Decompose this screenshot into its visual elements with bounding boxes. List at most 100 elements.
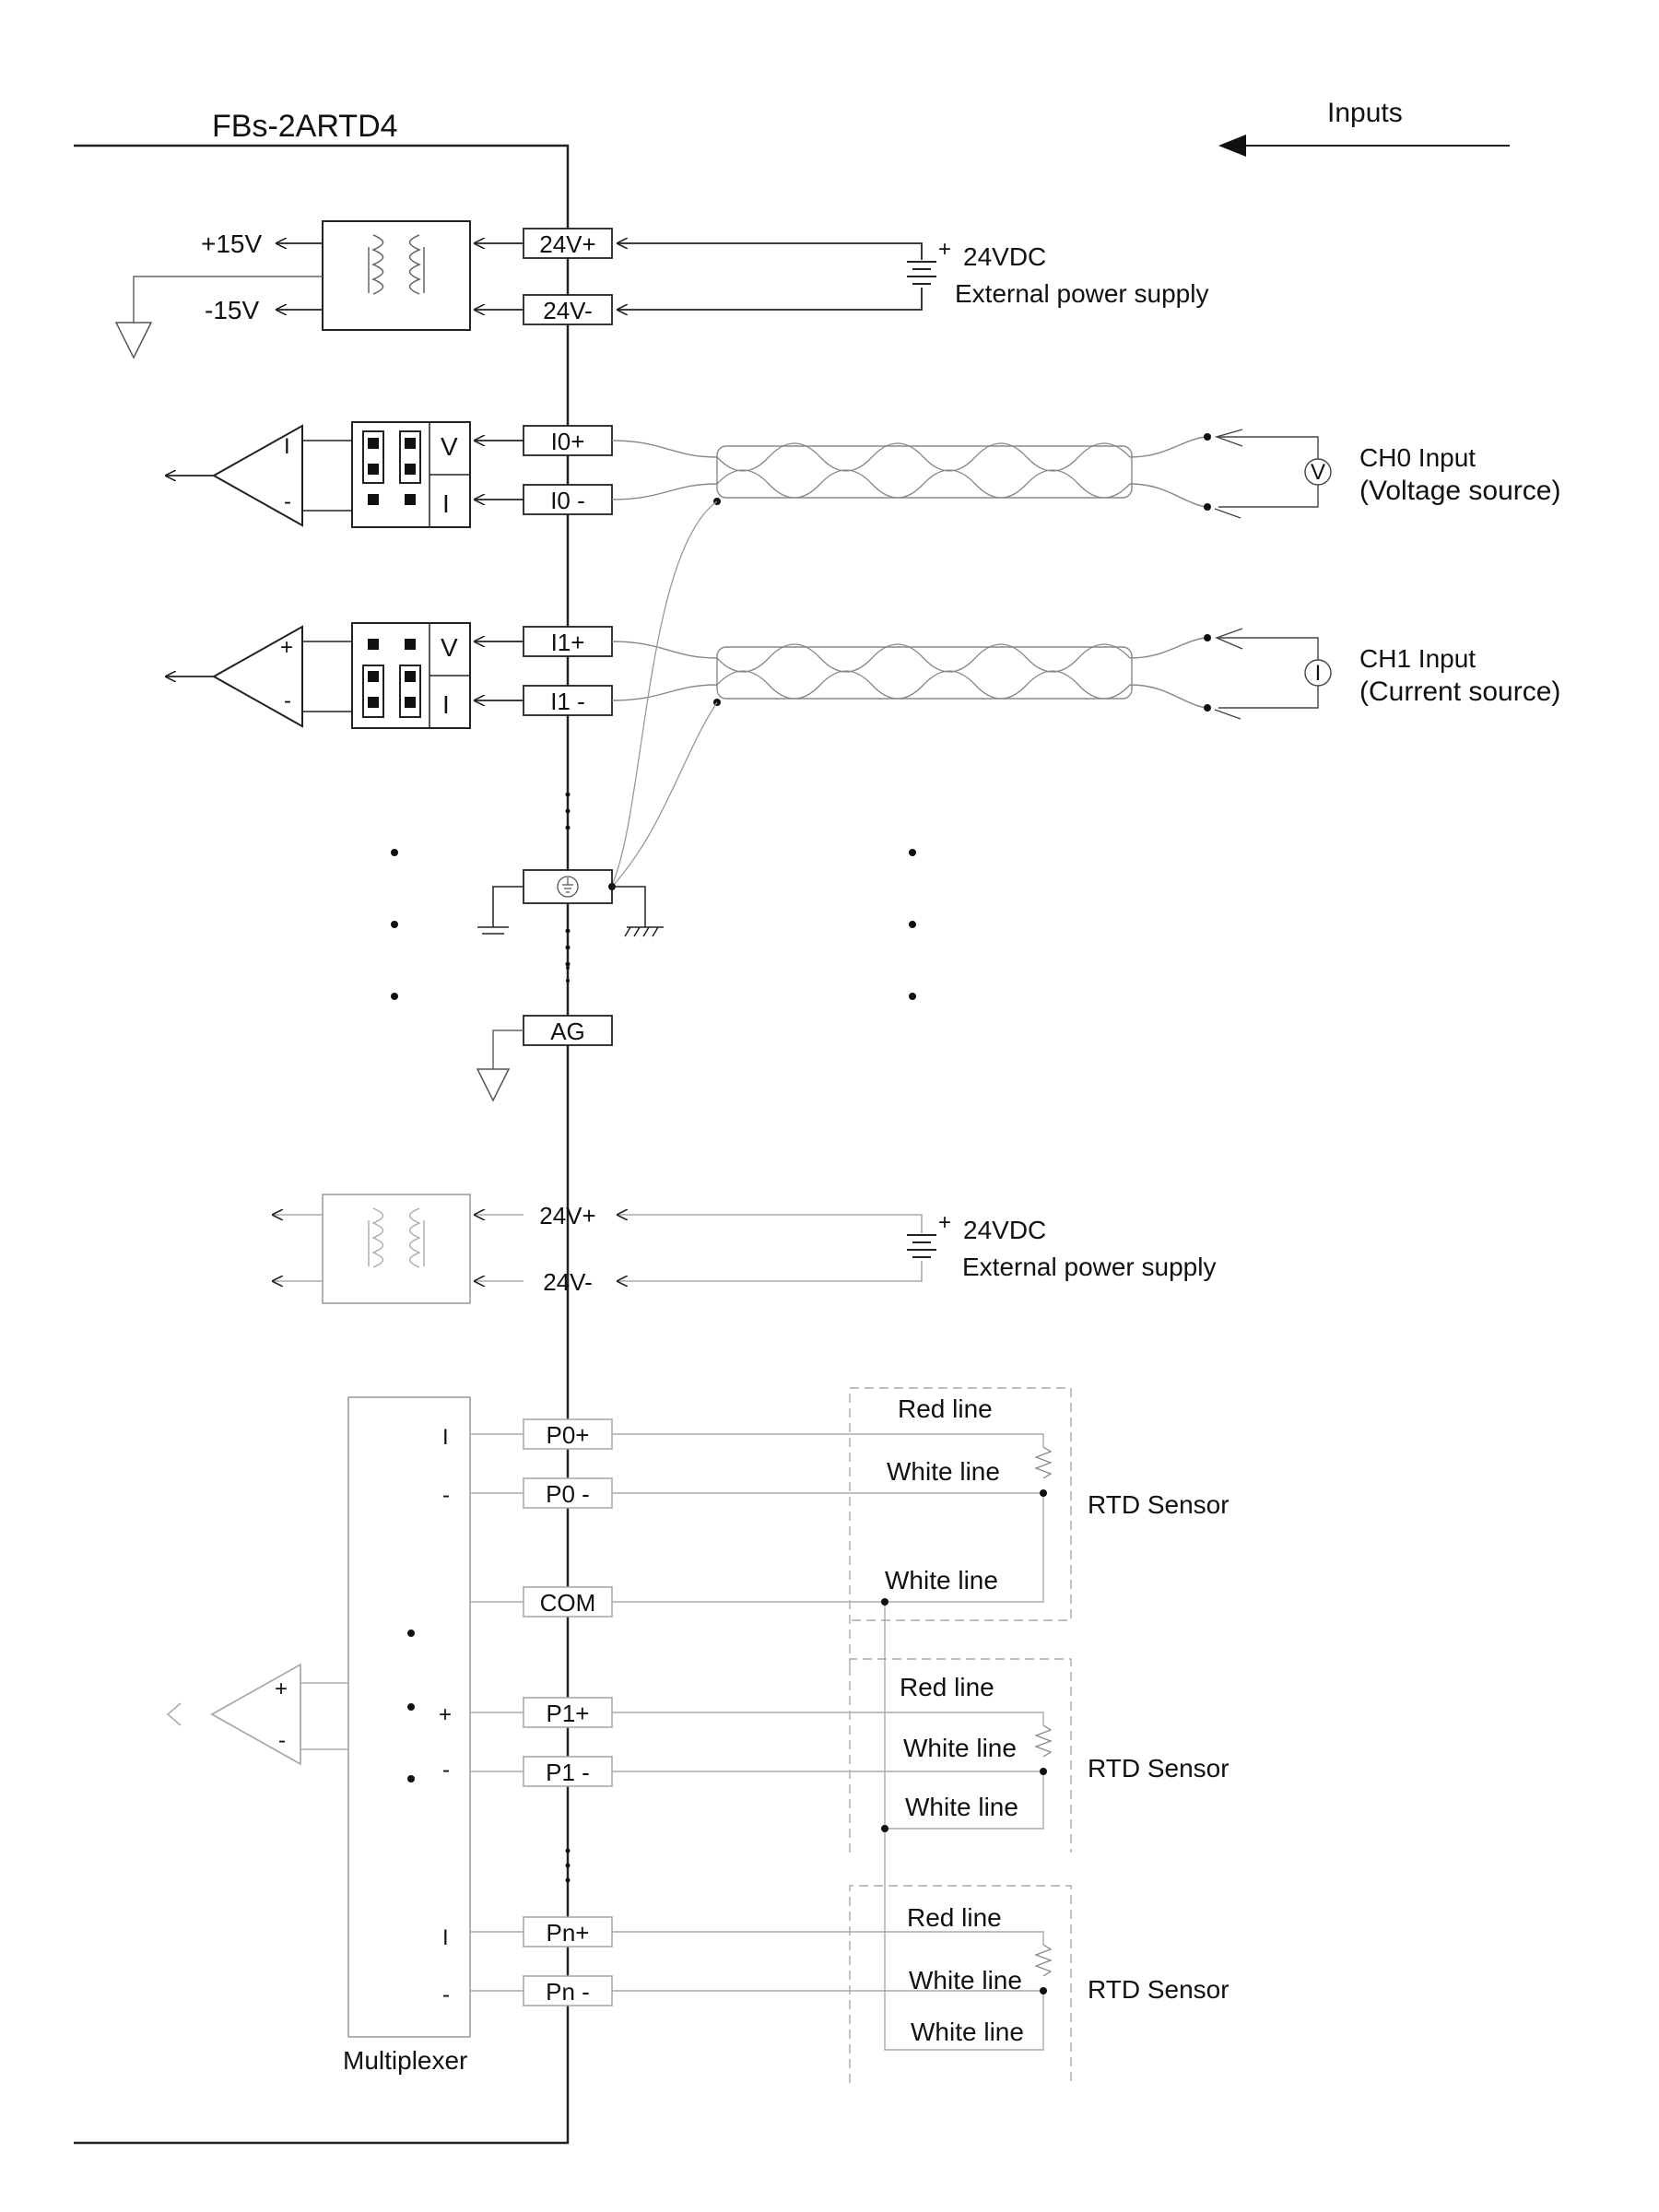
terminal-p1-minus: [523, 1756, 613, 1787]
supply-plus-sign: +: [938, 1210, 951, 1235]
terminal-24v-minus: [523, 294, 613, 325]
mux-bar-mark: I: [442, 1925, 449, 1950]
ch0-type: (Voltage source): [1359, 476, 1560, 506]
amp-bar-mark: I: [284, 434, 290, 459]
sensor0-white-line-2: White line: [885, 1566, 998, 1594]
ground-section: AG: [391, 792, 916, 1102]
mux-minus-mark: -: [442, 1983, 450, 2007]
sensor0-label: RTD Sensor: [1088, 1490, 1230, 1519]
jumper-cap: [399, 430, 421, 484]
ammeter-icon: [1304, 659, 1332, 687]
terminal-pn-plus: [523, 1916, 613, 1947]
frame-ground-icon: [557, 876, 579, 898]
terminal-i0-plus: [523, 425, 613, 456]
transformer-coil-icon: [368, 234, 425, 295]
inputs-indicator: Inputs: [1218, 98, 1510, 157]
jumper-i-label: I: [442, 690, 450, 719]
terminal-pn-plus-label: Pn+: [547, 1919, 590, 1947]
power-supply-bottom: 24V+ 24V- + 24VDC External power supply: [273, 1194, 1216, 1304]
terminal-p1-plus: [523, 1697, 613, 1728]
module-title: FBs-2ARTD4: [212, 109, 398, 144]
bus-dots: [566, 966, 570, 982]
terminal-p0-minus-label: P0 -: [546, 1480, 590, 1508]
terminal-com-label: COM: [540, 1589, 596, 1617]
jumper-i-label: I: [442, 489, 450, 518]
terminal-ag: [523, 1015, 613, 1046]
shielded-cable: [716, 445, 1133, 499]
power-supply-top: +15V -15V 24V+ 24V- + 24VDC External pow…: [114, 220, 1208, 359]
amp-plus-mark: +: [275, 1677, 288, 1701]
channel-0: I - V I I0+ I0 -: [166, 421, 1560, 528]
terminal-i1-plus-label: I1+: [551, 629, 585, 656]
jumper-v-label: V: [441, 432, 458, 461]
terminal-i0-minus: [523, 484, 613, 515]
resistor-icon: [1034, 1446, 1053, 1977]
minus15-label: -15V: [205, 296, 259, 324]
voltmeter-icon: [1304, 458, 1332, 486]
transformer-box: [322, 220, 471, 331]
terminal-p0-minus: [523, 1477, 613, 1509]
terminal-i0-plus-label: I0+: [551, 428, 585, 455]
transformer-coil-icon: [368, 1207, 425, 1268]
jumper-cap: [399, 665, 421, 718]
supply-voltage-label: 24VDC: [963, 242, 1046, 271]
terminal-fg: [523, 869, 613, 904]
bus-dots: [565, 792, 571, 967]
amp-minus-mark: -: [284, 489, 291, 514]
sensor1-white-line-2: White line: [905, 1793, 1018, 1821]
terminal-i0-minus-label: I0 -: [550, 487, 585, 514]
jumper-cap: [362, 665, 384, 718]
shield-drain-wire: [611, 701, 718, 888]
ch0-name: CH0 Input: [1359, 443, 1476, 472]
amp-minus-mark: -: [278, 1728, 286, 1753]
sensor2-label: RTD Sensor: [1088, 1975, 1230, 2004]
terminal-i1-minus-label: I1 -: [550, 688, 585, 715]
shielded-cable: [716, 646, 1133, 700]
terminal-24v-plus-label: 24V+: [539, 230, 595, 258]
shield-drain-wire: [611, 500, 718, 886]
battery-icon: [907, 1234, 936, 1258]
meter-v-label: V: [1311, 460, 1325, 485]
ellipsis-left: [391, 849, 398, 1000]
terminal-p1-plus-label: P1+: [547, 1700, 590, 1727]
terminal-ag-label: AG: [550, 1018, 585, 1045]
ground-icon: [477, 926, 509, 935]
terminal-p1-minus-label: P1 -: [546, 1759, 590, 1786]
multiplexer-box: [347, 1396, 471, 2038]
ellipsis-right: [909, 849, 916, 1000]
rtd-section: Multiplexer I - + - I - + - P0+ P0 - COM…: [166, 1387, 1230, 2083]
transformer-box: [322, 1194, 471, 1304]
terminal-p0-plus: [523, 1418, 613, 1450]
amplifier-icon: [211, 625, 303, 728]
sensor1-red-line: Red line: [900, 1673, 994, 1701]
terminal-pn-minus-label: Pn -: [546, 1978, 590, 2006]
supply-name-label: External power supply: [962, 1253, 1216, 1281]
battery-icon: [907, 261, 936, 285]
amp-plus-mark: +: [280, 635, 293, 660]
mux-minus-mark: -: [442, 1758, 450, 1783]
inputs-label: Inputs: [1327, 98, 1403, 128]
mux-plus-mark: +: [439, 1702, 452, 1727]
supply-voltage-label: 24VDC: [963, 1216, 1046, 1244]
sensor1-label: RTD Sensor: [1088, 1754, 1230, 1783]
terminal-24v-minus-label: 24V-: [543, 297, 593, 324]
multiplexer-label: Multiplexer: [343, 2046, 467, 2075]
ch1-type: (Current source): [1359, 677, 1560, 707]
mux-minus-mark: -: [442, 1483, 450, 1508]
supply-plus-sign: +: [938, 237, 951, 262]
sensor0-red-line: Red line: [898, 1394, 993, 1423]
channel-1: + - V I I1+ I1 -: [166, 622, 1560, 729]
arrow-left-icon: [1218, 135, 1246, 157]
sensor2-white-line: White line: [909, 1966, 1022, 1994]
amp-minus-mark: -: [284, 688, 291, 713]
sensor2-white-line-2: White line: [911, 2018, 1024, 2046]
module-frame: [74, 144, 570, 2145]
amplifier-icon: [211, 424, 303, 527]
mux-bar-mark: I: [442, 1425, 449, 1450]
meter-i-label: I: [1315, 661, 1322, 686]
jumper-cap: [362, 430, 384, 484]
analog-ground-icon: [476, 1068, 511, 1102]
analog-ground-icon: [114, 322, 153, 359]
sensor0-white-line: White line: [887, 1457, 1000, 1486]
